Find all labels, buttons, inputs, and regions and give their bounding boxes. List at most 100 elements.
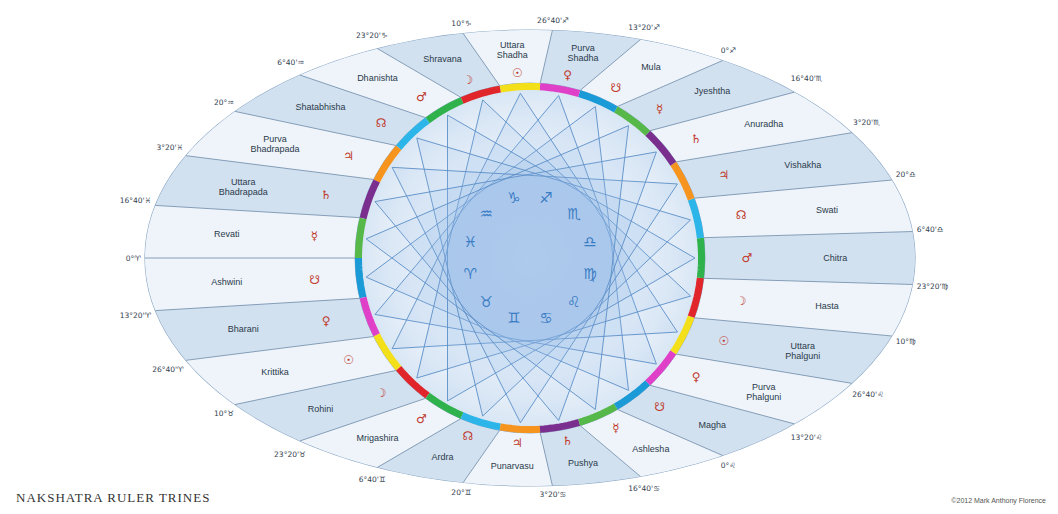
nakshatra-sector: Swati <box>816 205 838 215</box>
zodiac-sign: ♊ <box>507 309 520 327</box>
ruler-symbol: ☋ <box>611 81 622 95</box>
nakshatra-sector: Chitra <box>823 253 847 263</box>
sector-divider <box>676 133 851 162</box>
sector-divider <box>155 298 359 310</box>
sector-divider <box>650 92 794 131</box>
nakshatra-name: Pushya <box>568 458 598 468</box>
ruler-ring <box>616 383 648 407</box>
ruler-ring <box>673 164 691 200</box>
nakshatra-sector: Krittika <box>261 367 289 377</box>
ruler-symbol: ☉ <box>512 66 523 80</box>
sector-shade <box>540 30 640 90</box>
outer-ellipse <box>145 30 915 486</box>
ruler-symbol: ♀ <box>322 314 331 328</box>
sector-divider <box>676 354 851 383</box>
nakshatra-sector: Ashlesha <box>632 444 669 454</box>
degree-label: 23°20'♑ <box>356 31 388 40</box>
nakshatra-sector: Purva Bhadrapada <box>248 134 302 154</box>
zodiac-sign: ♍ <box>583 265 596 283</box>
nakshatra-name: Shravana <box>423 54 462 64</box>
ruler-symbol: ♀ <box>563 68 572 82</box>
ruler-symbol: ☉ <box>343 353 354 367</box>
inner-circle <box>355 83 705 433</box>
degree-label: 20°♊ <box>451 488 471 497</box>
nakshatra-name: Bharani <box>228 324 259 334</box>
ruler-ring <box>377 148 399 181</box>
nakshatra-sector: Rohini <box>308 404 334 414</box>
ruler-symbol: ♃ <box>719 168 730 182</box>
ruler-ring <box>500 427 540 430</box>
nakshatra-sector: Magha <box>698 420 726 430</box>
ruler-symbol: ☿ <box>656 102 663 116</box>
sector-shade <box>463 430 552 486</box>
nakshatra-sector: Mrigashira <box>356 433 398 443</box>
nakshatra-name: Uttara Shadha <box>485 40 539 60</box>
nakshatra-name: Rohini <box>308 404 334 414</box>
ruler-symbol: ♄ <box>691 132 702 146</box>
degree-label: 20°♒ <box>214 98 234 107</box>
nakshatra-sector: Anuradha <box>744 119 783 129</box>
nakshatra-name: Dhanishta <box>357 73 398 83</box>
ruler-ring <box>540 87 579 94</box>
degree-label: 26°40'♐ <box>537 16 569 25</box>
nakshatra-sector: Punarvasu <box>491 461 534 471</box>
nakshatra-name: Uttara Bhadrapada <box>216 177 270 197</box>
nakshatra-sector: Purva Phalguni <box>737 382 791 402</box>
nakshatra-name: Ardra <box>431 452 453 462</box>
nakshatra-sector: Uttara Phalguni <box>776 341 830 361</box>
sector-divider <box>694 318 891 336</box>
ruler-ring <box>377 335 399 368</box>
nakshatra-sector: Uttara Shadha <box>485 40 539 60</box>
sector-divider <box>618 61 723 107</box>
sector-shade <box>618 61 795 131</box>
zodiac-sign: ♈ <box>463 265 476 283</box>
degree-label: 26°40'♌ <box>852 390 884 399</box>
degree-label: 10°♍ <box>896 337 916 346</box>
nakshatra-sector: Mula <box>641 62 661 72</box>
nakshatra-name: Ashwini <box>211 277 242 287</box>
degree-label: 13°20'♈ <box>120 311 152 320</box>
ruler-symbol: ☊ <box>376 116 387 130</box>
degree-label: 20°♎ <box>896 170 916 179</box>
diagram-title: NAKSHATRA RULER TRINES <box>16 490 210 506</box>
nakshatra-name: Magha <box>698 420 726 430</box>
sector-divider <box>378 419 461 468</box>
ruler-ring <box>673 317 691 353</box>
nakshatra-name: Shatabhisha <box>296 102 346 112</box>
ruler-symbol: ☿ <box>311 229 318 243</box>
nakshatra-name: Hasta <box>815 301 839 311</box>
nakshatra-name: Purva Shadha <box>556 43 610 63</box>
degree-label: 10°♉ <box>214 409 234 418</box>
ruler-ring <box>616 109 648 133</box>
sector-divider <box>540 433 552 486</box>
ruler-symbol: ♂ <box>742 251 753 265</box>
nakshatra-name: Swati <box>816 205 838 215</box>
degree-label: 3°20'♋ <box>539 490 566 499</box>
ruler-symbol: ♂ <box>416 90 427 104</box>
zodiac-sign: ♎ <box>583 233 596 251</box>
ruler-symbol: ♃ <box>343 149 354 163</box>
ruler-ring <box>359 218 364 258</box>
nakshatra-name: Purva Phalguni <box>737 382 791 402</box>
nakshatra-sector: Dhanishta <box>357 73 398 83</box>
nakshatra-sector: Uttara Bhadrapada <box>216 177 270 197</box>
sector-shade <box>704 232 915 285</box>
ruler-symbol: ☋ <box>309 273 320 287</box>
ruler-symbol: ♄ <box>321 188 332 202</box>
ruler-symbol: ♂ <box>416 412 427 426</box>
degree-label: 13°20'♌ <box>791 433 823 442</box>
ruler-ring <box>428 396 462 416</box>
zodiac-sign: ♌ <box>567 293 580 311</box>
degree-label: 3°20'♏ <box>853 118 880 127</box>
nakshatra-name: Mula <box>641 62 661 72</box>
degree-label: 13°20'♐ <box>628 23 660 32</box>
ruler-ring <box>579 94 616 110</box>
ruler-ring <box>648 133 674 164</box>
nakshatra-name: Uttara Phalguni <box>776 341 830 361</box>
sector-shade <box>145 205 360 258</box>
degree-label: 16°40'♏ <box>791 74 823 83</box>
copyright-note: ©2012 Mark Anthony Florence <box>951 497 1046 504</box>
ruler-ring <box>399 368 428 395</box>
degree-label: 0°♈ <box>126 254 141 263</box>
